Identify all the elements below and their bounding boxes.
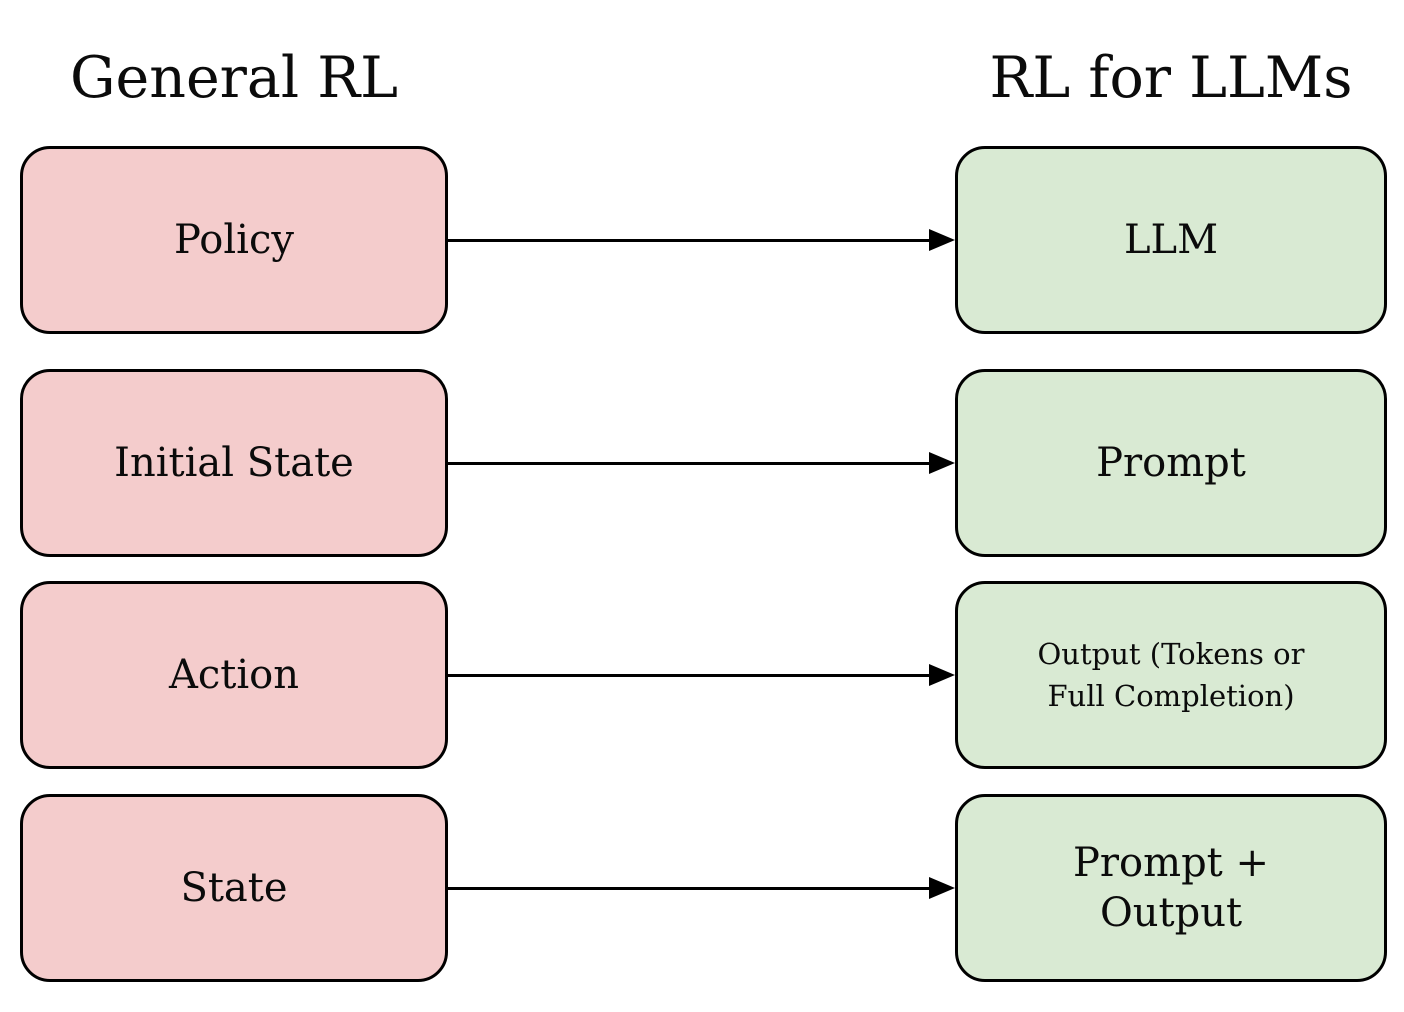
column-title-rl-for-llms: RL for LLMs xyxy=(989,45,1353,111)
output-box: Output (Tokens or Full Completion) xyxy=(955,581,1387,769)
initial-state-box: Initial State xyxy=(20,369,448,557)
arrow-action-to-output xyxy=(448,581,955,769)
arrow-policy-to-llm xyxy=(448,146,955,334)
mapping-row-initial-state: Initial State Prompt xyxy=(20,369,1387,557)
arrow-head-icon xyxy=(929,877,955,899)
prompt-box-label: Prompt xyxy=(1096,440,1246,486)
mapping-row-state: State Prompt + Output xyxy=(20,794,1387,982)
output-box-label: Output (Tokens or Full Completion) xyxy=(1037,636,1305,713)
action-box-label: Action xyxy=(169,652,299,698)
arrow-head-icon xyxy=(929,664,955,686)
llm-box-label: LLM xyxy=(1123,217,1219,263)
policy-box-label: Policy xyxy=(174,217,294,263)
mapping-row-action: Action Output (Tokens or Full Completion… xyxy=(20,581,1387,769)
prompt-output-box-label: Prompt + Output xyxy=(1073,840,1269,936)
arrow-state-to-prompt-output xyxy=(448,794,955,982)
initial-state-box-label: Initial State xyxy=(114,440,354,486)
arrow-head-icon xyxy=(929,452,955,474)
state-box: State xyxy=(20,794,448,982)
arrow-line xyxy=(448,238,929,242)
arrow-line xyxy=(448,673,929,677)
column-title-general-rl: General RL xyxy=(69,45,399,111)
mapping-row-policy: Policy LLM xyxy=(20,146,1387,334)
arrow-initial-state-to-prompt xyxy=(448,369,955,557)
arrow-line xyxy=(448,461,929,465)
prompt-output-box: Prompt + Output xyxy=(955,794,1387,982)
prompt-box: Prompt xyxy=(955,369,1387,557)
state-box-label: State xyxy=(180,865,288,911)
action-box: Action xyxy=(20,581,448,769)
arrow-line xyxy=(448,886,929,890)
arrow-head-icon xyxy=(929,229,955,251)
llm-box: LLM xyxy=(955,146,1387,334)
policy-box: Policy xyxy=(20,146,448,334)
